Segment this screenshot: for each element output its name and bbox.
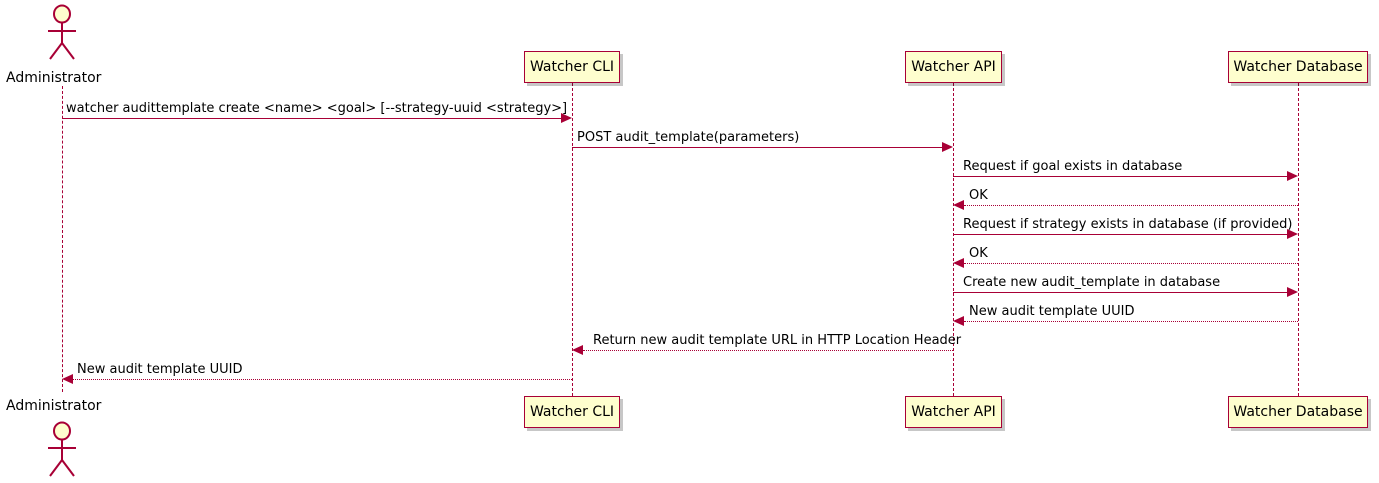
lifeline-watcher-db bbox=[1298, 83, 1299, 396]
message-label-7: Create new audit_template in database bbox=[963, 275, 1221, 290]
lifeline-watcher-api bbox=[953, 83, 954, 396]
lifeline-watcher-cli bbox=[572, 83, 573, 396]
message-line-3 bbox=[953, 176, 1287, 177]
message-label-4: OK bbox=[969, 188, 988, 203]
message-arrowhead-3 bbox=[1287, 171, 1298, 181]
participant-box-watcher-api-bottom[interactable]: Watcher API bbox=[905, 396, 1002, 428]
lifeline-administrator bbox=[62, 86, 63, 392]
message-label-3: Request if goal exists in database bbox=[963, 159, 1183, 174]
participant-box-watcher-cli-bottom[interactable]: Watcher CLI bbox=[524, 396, 620, 428]
message-label-5: Request if strategy exists in database (… bbox=[963, 217, 1293, 232]
message-line-2 bbox=[572, 147, 942, 148]
actor-label-administrator-bottom: Administrator bbox=[6, 398, 102, 414]
actor-label-administrator-top: Administrator bbox=[6, 70, 102, 86]
message-line-10 bbox=[73, 379, 572, 380]
message-arrowhead-8 bbox=[953, 316, 964, 326]
message-arrowhead-2 bbox=[942, 142, 953, 152]
message-label-1: watcher audittemplate create <name> <goa… bbox=[66, 101, 568, 116]
message-arrowhead-6 bbox=[953, 258, 964, 268]
participant-box-watcher-db-top[interactable]: Watcher Database bbox=[1228, 51, 1368, 83]
message-arrowhead-1 bbox=[561, 113, 572, 123]
actor-figure-icon bbox=[48, 4, 76, 60]
message-arrowhead-7 bbox=[1287, 287, 1298, 297]
message-line-8 bbox=[964, 321, 1298, 322]
message-label-2: POST audit_template(parameters) bbox=[577, 130, 800, 145]
message-label-8: New audit template UUID bbox=[969, 304, 1135, 319]
actor-figure-icon bbox=[48, 421, 76, 477]
actor-administrator-top[interactable] bbox=[41, 2, 83, 62]
message-line-1 bbox=[62, 118, 561, 119]
message-arrowhead-10 bbox=[62, 374, 73, 384]
message-line-4 bbox=[964, 205, 1298, 206]
message-line-5 bbox=[953, 234, 1287, 235]
participant-box-watcher-db-bottom[interactable]: Watcher Database bbox=[1228, 396, 1368, 428]
participant-box-watcher-cli-top[interactable]: Watcher CLI bbox=[524, 51, 620, 83]
message-label-10: New audit template UUID bbox=[77, 362, 243, 377]
message-line-6 bbox=[964, 263, 1298, 264]
message-label-9: Return new audit template URL in HTTP Lo… bbox=[593, 333, 962, 348]
message-label-6: OK bbox=[969, 246, 988, 261]
message-line-7 bbox=[953, 292, 1287, 293]
message-arrowhead-5 bbox=[1287, 229, 1298, 239]
message-arrowhead-9 bbox=[572, 345, 583, 355]
actor-administrator-bottom[interactable] bbox=[41, 419, 83, 479]
message-arrowhead-4 bbox=[953, 200, 964, 210]
message-line-9 bbox=[583, 350, 953, 351]
participant-box-watcher-api-top[interactable]: Watcher API bbox=[905, 51, 1002, 83]
